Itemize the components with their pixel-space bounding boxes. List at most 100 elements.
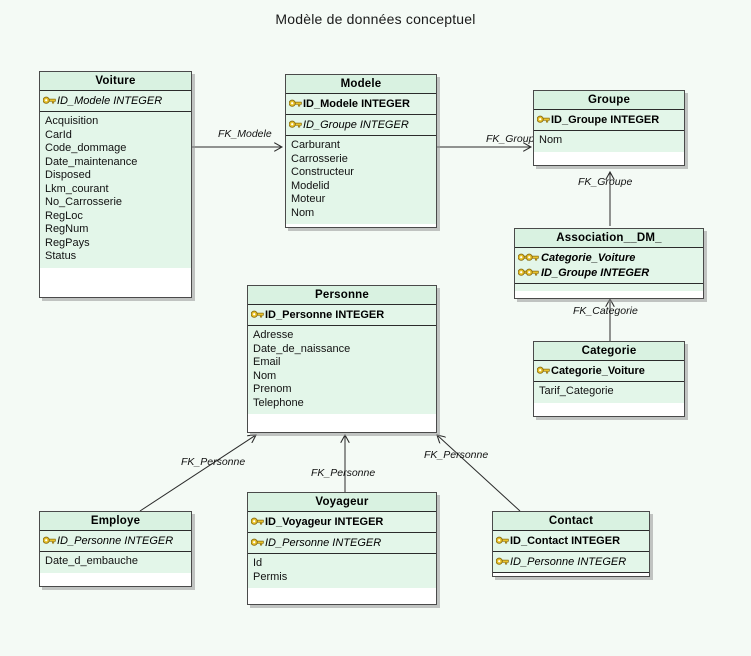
entity-attrs-modele: Carburant Carrosserie Constructeur Model… (286, 136, 436, 224)
entity-attrs-categorie: Tarif_Categorie (534, 382, 684, 403)
field-row: ID_Personne INTEGER (495, 554, 646, 569)
entity-fk-section-voyageur: ID_Personne INTEGER (248, 533, 436, 554)
entity-pk-section-modele: ID_Modele INTEGER (286, 94, 436, 115)
key-icon (250, 537, 264, 548)
field-row: ID_Groupe INTEGER (517, 265, 700, 280)
edge-label-fk-groupe-assoc: FK_Groupe (578, 176, 633, 188)
attribute: RegLoc (45, 209, 83, 222)
edge-label-fk-groupe-modele: FK_Groupe (486, 133, 541, 145)
entity-attrs-association-dm (515, 284, 703, 291)
key-icon (495, 535, 509, 546)
field-label: ID_Modele INTEGER (303, 97, 410, 110)
entity-categorie[interactable]: Categorie Categorie_Voiture Tarif_Catego… (533, 341, 685, 417)
attribute: Prenom (253, 383, 292, 395)
attribute: Nom (291, 206, 315, 219)
field-label: ID_Voyageur INTEGER (265, 515, 384, 528)
field-label: ID_Modele INTEGER (57, 94, 163, 107)
entity-pk-section-personne: ID_Personne INTEGER (248, 305, 436, 326)
entity-pk-section-categorie: Categorie_Voiture (534, 361, 684, 382)
entity-title-voyageur: Voyageur (248, 493, 436, 512)
attribute: Permis (253, 570, 288, 583)
entity-attrs-groupe: Nom (534, 131, 684, 152)
edge-label-fk-modele: FK_Modele (218, 128, 272, 140)
field-label: ID_Personne INTEGER (57, 534, 174, 547)
entity-attrs-employe: Date_d_embauche (40, 552, 191, 573)
entity-voyageur[interactable]: Voyageur ID_Voyageur INTEGER ID_Personne… (247, 492, 437, 605)
key-icon (495, 556, 509, 567)
entity-title-groupe: Groupe (534, 91, 684, 110)
entity-pk-section-voiture: ID_Modele INTEGER (40, 91, 191, 112)
attribute: RegPays (45, 236, 90, 249)
entity-fk-section-modele: ID_Groupe INTEGER (286, 115, 436, 136)
attribute: CarId (45, 128, 72, 141)
field-row: ID_Modele INTEGER (288, 96, 433, 111)
field-row: ID_Groupe INTEGER (536, 112, 681, 127)
key-icon (42, 95, 56, 106)
field-row: Categorie_Voiture (517, 250, 700, 265)
key-icon (288, 119, 302, 130)
attribute: Date_de_naissance (253, 342, 351, 355)
link-fk-personne-contact (437, 435, 521, 512)
attribute: Status (45, 250, 77, 262)
entity-employe[interactable]: Employe ID_Personne INTEGER Date_d_embau… (39, 511, 192, 587)
entity-pk-section-employe: ID_Personne INTEGER (40, 531, 191, 552)
attribute: Id (253, 557, 263, 569)
entity-pk-section-voyageur: ID_Voyageur INTEGER (248, 512, 436, 533)
entity-contact[interactable]: Contact ID_Contact INTEGER ID_Personne I… (492, 511, 650, 577)
entity-pk-section-association-dm: Categorie_Voiture ID_Groupe INTEGER (515, 248, 703, 284)
attribute: Lkm_courant (45, 182, 109, 195)
key-icon (250, 516, 264, 527)
entity-title-employe: Employe (40, 512, 191, 531)
entity-title-modele: Modele (286, 75, 436, 94)
field-row: ID_Personne INTEGER (250, 307, 433, 322)
field-label: Categorie_Voiture (541, 251, 636, 264)
field-row: ID_Personne INTEGER (42, 533, 188, 548)
field-label: ID_Contact INTEGER (510, 534, 621, 547)
attribute: Telephone (253, 396, 304, 409)
key-icon (42, 535, 56, 546)
field-row: ID_Groupe INTEGER (288, 117, 433, 132)
entity-title-association-dm: Association__DM_ (515, 229, 703, 248)
edge-label-fk-personne-employe: FK_Personne (181, 456, 246, 468)
attribute: Date_maintenance (45, 155, 138, 168)
double-key-icon (517, 252, 540, 263)
entity-association-dm[interactable]: Association__DM_ Categorie_Voiture ID_Gr… (514, 228, 704, 299)
attribute: Nom (539, 134, 563, 146)
attribute: Email (253, 356, 281, 368)
attribute: Date_d_embauche (45, 555, 138, 567)
field-label: Categorie_Voiture (551, 364, 645, 377)
edge-label-fk-personne-voyageur: FK_Personne (311, 467, 376, 479)
edge-label-fk-personne-contact: FK_Personne (424, 449, 489, 461)
key-icon (536, 365, 550, 376)
attribute: RegNum (45, 223, 89, 235)
entity-title-contact: Contact (493, 512, 649, 531)
key-icon (250, 309, 264, 320)
entity-groupe[interactable]: Groupe ID_Groupe INTEGER Nom (533, 90, 685, 166)
double-key-icon (517, 267, 540, 278)
field-label: ID_Groupe INTEGER (551, 113, 660, 126)
entity-pk-section-groupe: ID_Groupe INTEGER (534, 110, 684, 131)
field-label: ID_Personne INTEGER (510, 555, 627, 568)
entity-pk-section-contact: ID_Contact INTEGER (493, 531, 649, 552)
entity-title-categorie: Categorie (534, 342, 684, 361)
entity-personne[interactable]: Personne ID_Personne INTEGER Adresse Dat… (247, 285, 437, 433)
attribute: Constructeur (291, 166, 354, 178)
attribute: Code_dommage (45, 142, 127, 154)
entity-voiture[interactable]: Voiture ID_Modele INTEGER Acquisition Ca… (39, 71, 192, 298)
link-fk-personne-employe (139, 435, 256, 512)
field-row: ID_Modele INTEGER (42, 93, 188, 108)
field-row: ID_Contact INTEGER (495, 533, 646, 548)
entity-fk-section-contact: ID_Personne INTEGER (493, 552, 649, 573)
entity-attrs-personne: Adresse Date_de_naissance Email Nom Pren… (248, 326, 436, 414)
attribute: Adresse (253, 329, 294, 341)
attribute: Tarif_Categorie (539, 385, 614, 397)
field-row: ID_Personne INTEGER (250, 535, 433, 550)
field-label: ID_Personne INTEGER (265, 308, 385, 321)
key-icon (536, 114, 550, 125)
attribute: Nom (253, 369, 277, 382)
entity-title-voiture: Voiture (40, 72, 191, 91)
attribute: Acquisition (45, 115, 99, 127)
entity-modele[interactable]: Modele ID_Modele INTEGER ID_Groupe INTEG… (285, 74, 437, 228)
entity-title-personne: Personne (248, 286, 436, 305)
attribute: Disposed (45, 169, 91, 181)
